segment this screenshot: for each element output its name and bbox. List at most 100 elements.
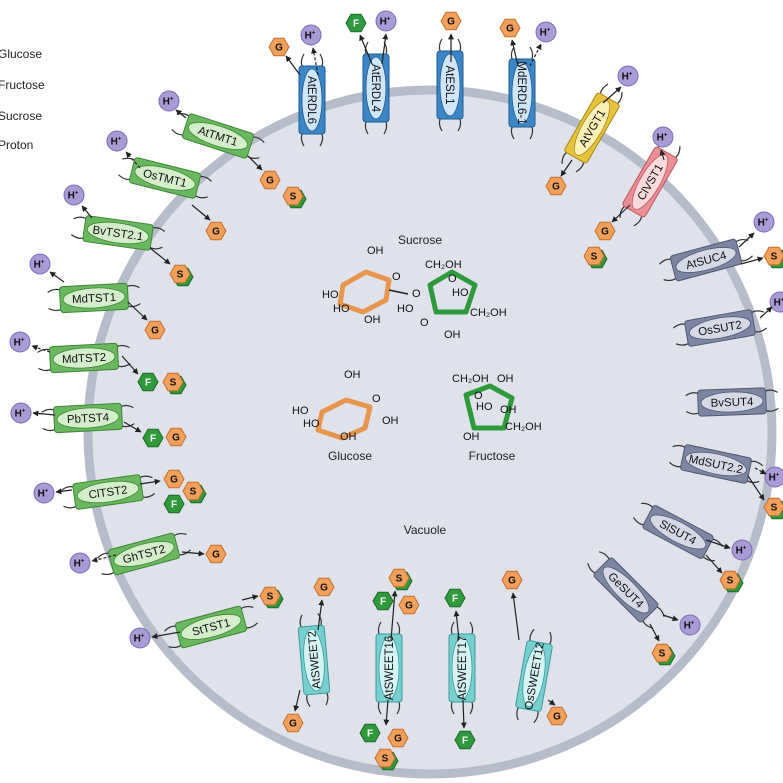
sucrose-icon: S: [719, 570, 744, 593]
sucrose-icon: S: [282, 186, 307, 209]
proton-icon: H+: [731, 539, 753, 561]
glucose-ring: [315, 397, 373, 441]
transport-arrow: [191, 204, 211, 221]
transporter-core: [56, 407, 120, 429]
proton-icon: H+: [106, 130, 128, 152]
svg-text:G: G: [275, 43, 283, 54]
svg-text:H+: H+: [736, 546, 747, 557]
transport-arrow: [529, 43, 542, 67]
sucrose-title: Sucrose: [398, 233, 442, 247]
proton-icon: H+: [158, 90, 180, 112]
transport-arrow: [293, 689, 301, 712]
transporter-aterdl4: AtERDL4: [362, 41, 390, 135]
fructose-icon: F: [163, 494, 185, 514]
transport-arrow: [738, 232, 755, 248]
transport-arrow: [560, 159, 573, 177]
transporter-pbtst4: PbTST4: [41, 402, 135, 434]
transport-arrow: [127, 301, 148, 321]
transporter-label: MdTST2: [62, 352, 107, 366]
glucose-icon: G: [282, 713, 304, 733]
transport-arrow: [285, 55, 301, 76]
svg-text:G: G: [552, 182, 560, 193]
transporter-label: BvSUT4: [710, 396, 754, 410]
glucose-icon: G: [594, 221, 616, 241]
transporter-core: [522, 645, 546, 707]
transporter-core: [700, 391, 764, 413]
transport-arrow: [359, 34, 373, 65]
transporter-atsweet16: AtSWEET16: [375, 621, 403, 715]
legend-proton: Proton: [0, 138, 33, 152]
transporter-label: AtERDL4: [369, 64, 381, 113]
transport-arrow: [123, 421, 142, 433]
svg-text:H+: H+: [769, 473, 780, 484]
svg-text:F: F: [171, 500, 177, 511]
sucrose-icon: S: [651, 643, 676, 666]
proton-icon: H+: [300, 24, 322, 46]
glucose-title: Glucose: [328, 449, 372, 463]
svg-text:S: S: [170, 378, 177, 389]
svg-text:S: S: [267, 592, 274, 603]
svg-text:F: F: [367, 729, 373, 740]
svg-text:H+: H+: [774, 298, 783, 309]
svg-text:H+: H+: [74, 559, 85, 570]
sucrose-icon: S: [259, 586, 284, 609]
chem-label: HO: [292, 405, 309, 417]
vacuole-label: Vacuole: [404, 523, 447, 537]
transporter-ossweet12: OsSWEET12: [515, 628, 553, 724]
chem-label: OH: [367, 245, 384, 257]
svg-text:G: G: [289, 719, 297, 730]
svg-text:S: S: [177, 270, 184, 281]
legend: Glucose Fructose Sucrose Proton: [0, 47, 45, 152]
transporter-core: [689, 316, 751, 340]
chem-label: O: [420, 317, 429, 329]
transporter-slsut4: SlSUT4: [633, 502, 723, 562]
transport-arrow: [754, 467, 767, 475]
fructose-icon: F: [372, 591, 394, 611]
transporter-ghtst2: GhTST2: [97, 532, 191, 576]
chem-label: CH₂OH: [470, 307, 507, 319]
fructose-structure: CH₂OH OH O HO OH OH CH₂OH: [452, 373, 542, 443]
transporter-core: [303, 628, 325, 692]
chem-label: OH: [497, 373, 514, 385]
transport-arrow: [602, 86, 622, 104]
transporter-ossut2: OsSUT2: [672, 309, 768, 347]
transport-arrow: [49, 271, 65, 283]
transporter-label: AtSWEET2: [306, 630, 323, 689]
transport-arrow: [55, 488, 73, 495]
transporter-core: [649, 514, 707, 550]
svg-text:S: S: [591, 252, 598, 263]
svg-text:H+: H+: [163, 97, 174, 108]
transporter-core: [187, 122, 249, 150]
transporter-core: [439, 53, 461, 117]
transport-arrow: [91, 554, 117, 563]
sucrose-icon: S: [182, 481, 207, 504]
transporter-core: [301, 68, 323, 132]
transport-arrow: [759, 306, 773, 319]
svg-text:F: F: [380, 597, 386, 608]
sucrose-icon: S: [388, 568, 413, 591]
transporter-core: [76, 480, 140, 504]
transporter-mdsut2-2: MdSUT2.2: [668, 444, 764, 484]
transport-arrow: [151, 631, 181, 640]
svg-text:G: G: [320, 583, 328, 594]
transport-arrow: [139, 478, 161, 485]
chem-label: CH₂OH: [452, 373, 489, 385]
svg-text:S: S: [290, 192, 297, 203]
glucose-icon: G: [165, 427, 187, 447]
chem-label: HO: [303, 418, 320, 430]
transport-arrow: [705, 539, 731, 550]
svg-text:G: G: [212, 550, 220, 561]
proton-icon: H+: [9, 331, 31, 353]
chem-label: CH₂OH: [425, 259, 462, 271]
proton-icon: H+: [33, 482, 55, 504]
chem-label: HO: [333, 303, 350, 315]
chem-label: HO: [322, 289, 339, 301]
transporter-core: [62, 287, 126, 309]
chem-label: O: [448, 273, 457, 285]
svg-text:S: S: [771, 252, 778, 263]
glucose-icon: G: [313, 577, 335, 597]
legend-glucose: Glucose: [0, 47, 42, 61]
transporter-label: AtESL1: [443, 66, 455, 105]
transport-arrow: [659, 149, 666, 161]
transport-arrow: [705, 554, 723, 574]
